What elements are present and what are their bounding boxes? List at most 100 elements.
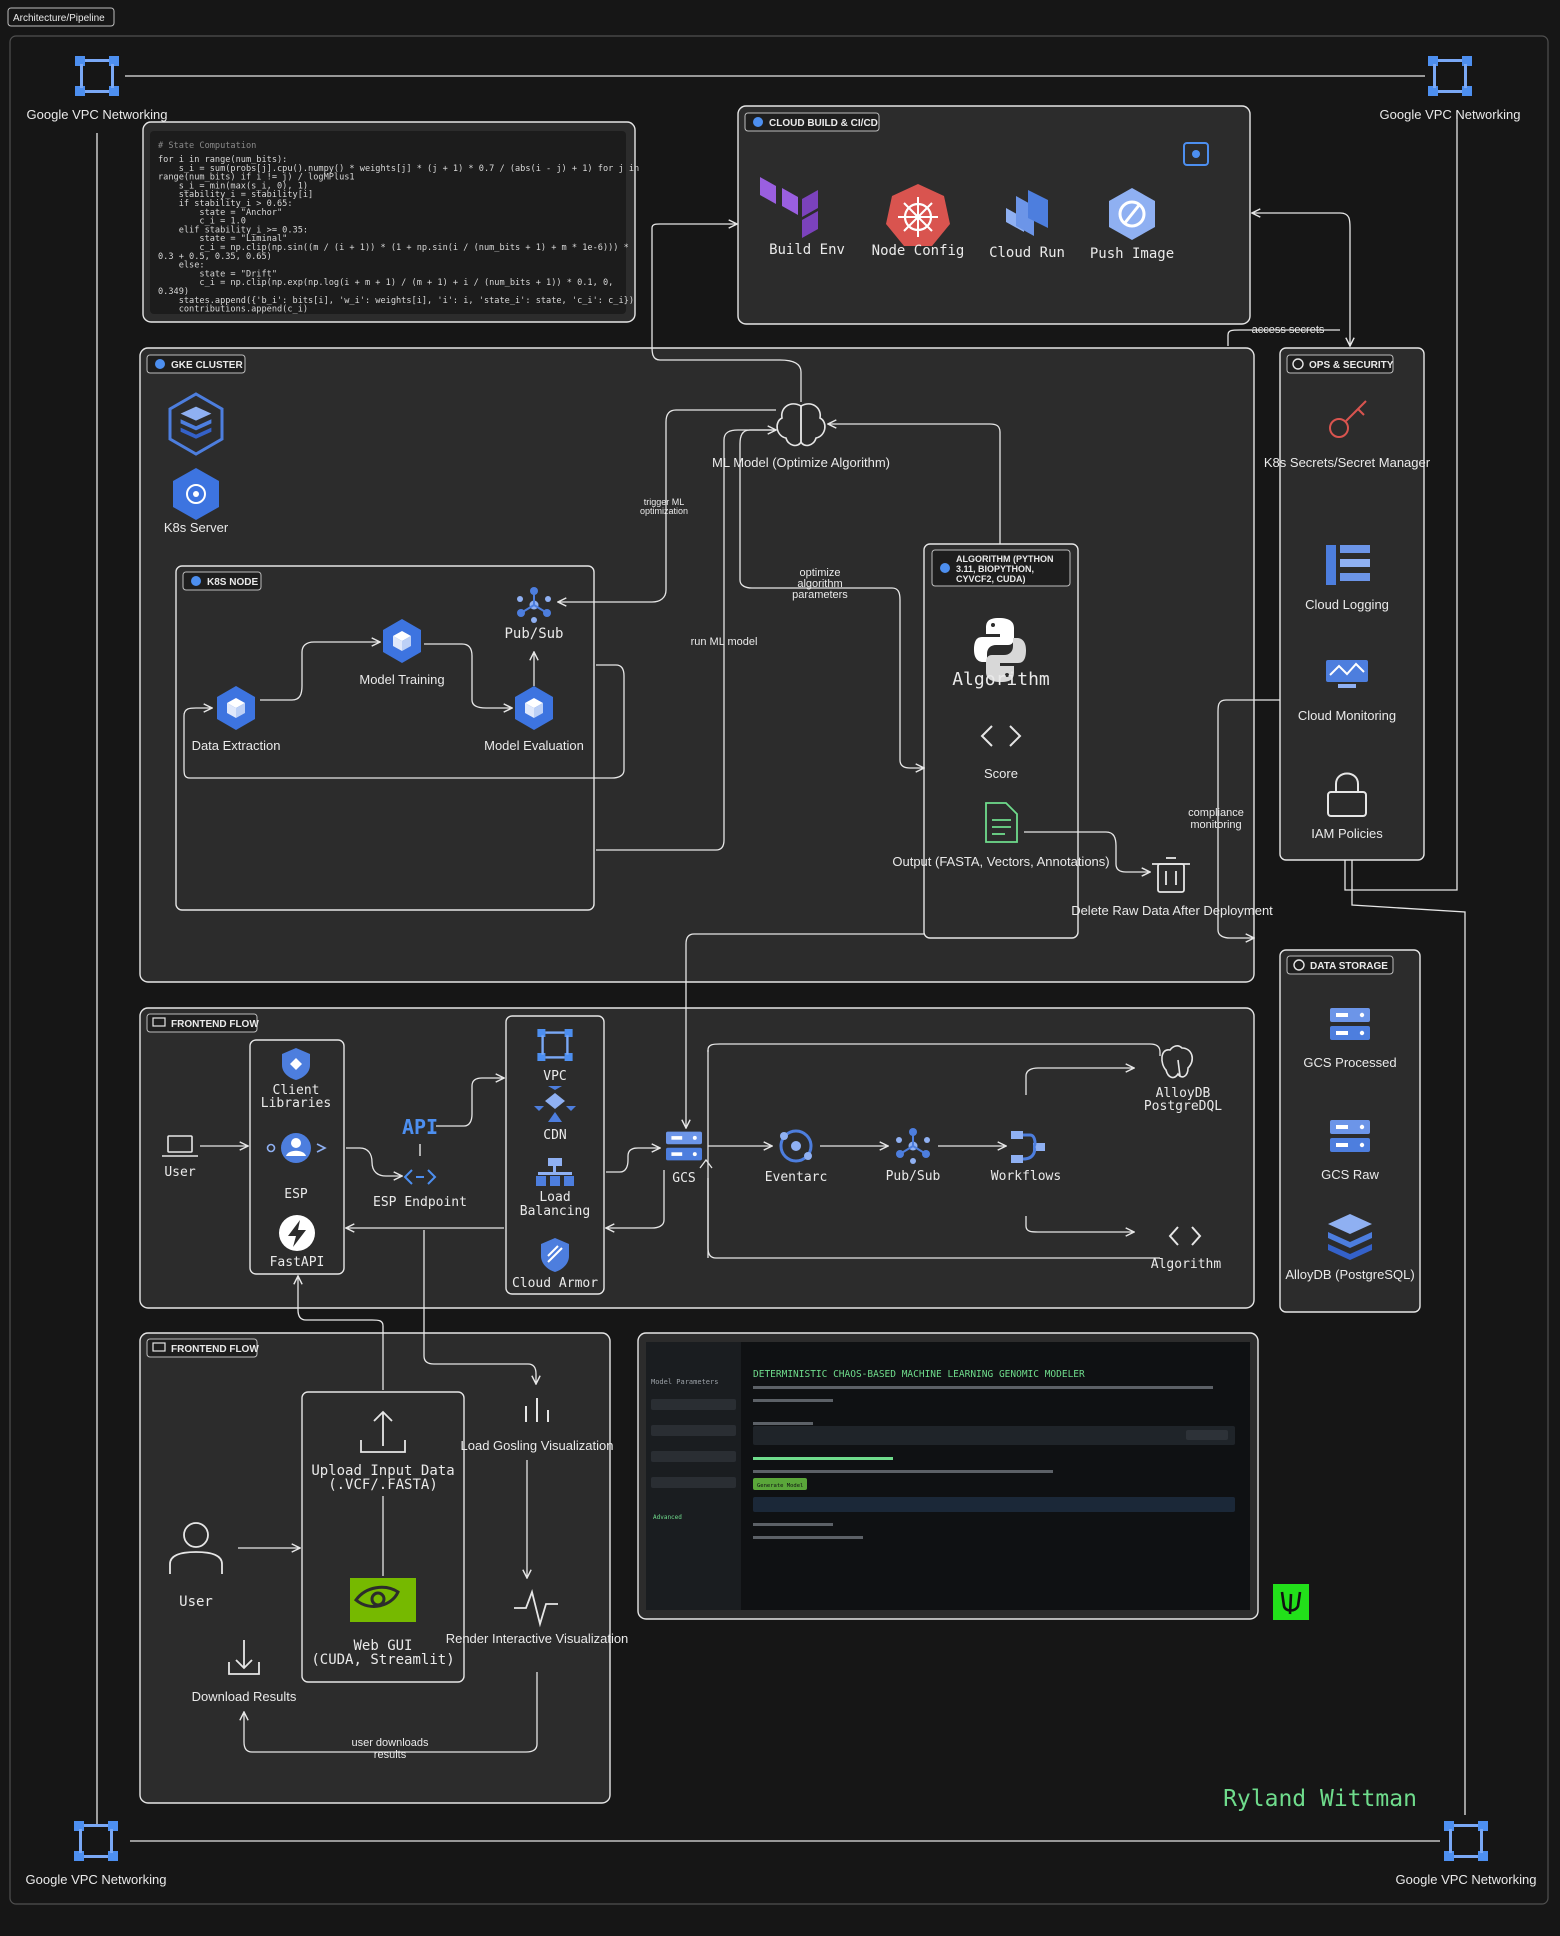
svg-text:Cloud Run: Cloud Run <box>989 245 1065 261</box>
vpc-network-lines <box>96 75 1466 1842</box>
cloud-run-icon <box>1006 190 1048 236</box>
kubernetes-wheel-icon <box>886 184 950 246</box>
svg-text:Build Env: Build Env <box>769 242 845 258</box>
algorithm-label: Algorithm <box>952 669 1050 690</box>
python-logo-icon <box>974 618 1026 682</box>
build-env-node: Build Env <box>760 177 845 258</box>
code-brackets-icon <box>980 725 1022 747</box>
k8s-node-tag: K8S NODE <box>182 571 262 591</box>
svg-text:Google VPC Networking: Google VPC Networking <box>1380 107 1521 122</box>
node-config-node: Node Config <box>872 184 965 259</box>
code-line: range(num_bits) if i != j) / logMPlus1 <box>158 173 355 183</box>
bar-chart-icon <box>525 1398 549 1422</box>
brand-logo <box>1273 1584 1309 1620</box>
code-line: s_i = min(max(s_i, 0), 1) <box>158 181 308 191</box>
svg-text:ESP: ESP <box>284 1187 308 1202</box>
trash-icon <box>1152 857 1190 893</box>
model-training-node: Model Training <box>359 619 445 687</box>
svg-text:Web GUI: Web GUI <box>353 1638 412 1654</box>
endpoint-icon <box>403 1169 437 1185</box>
gke-stack-icon <box>168 392 224 456</box>
cloud-build-corner-icon <box>1183 142 1209 166</box>
eventarc-node: Eventarc <box>765 1129 828 1185</box>
svg-text:Node Config: Node Config <box>872 243 965 259</box>
svg-text:algorithm: algorithm <box>797 578 842 590</box>
gke-cluster-tag: GKE CLUSTER <box>146 354 246 374</box>
svg-text:trigger ML: trigger ML <box>644 497 685 507</box>
svg-text:Advanced: Advanced <box>653 1514 682 1521</box>
svg-text:K8s Server: K8s Server <box>164 520 229 535</box>
code-lines: for i in range(num_bits): s_i = sum(prob… <box>158 155 639 315</box>
svg-text:CYVCF2, CUDA): CYVCF2, CUDA) <box>956 574 1026 584</box>
svg-text:Render Interactive Visualizati: Render Interactive Visualization <box>446 1631 629 1646</box>
svg-text:Cloud Armor: Cloud Armor <box>512 1276 598 1291</box>
lightning-icon <box>279 1215 315 1251</box>
user-icon <box>169 1522 223 1574</box>
vpc-corner-bottom-right: Google VPC Networking <box>1396 1821 1536 1887</box>
cloud-run-node: Cloud Run <box>989 190 1065 261</box>
svg-text:Output (FASTA, Vectors, Annota: Output (FASTA, Vectors, Annotations) <box>892 854 1109 869</box>
push-image-node: Push Image <box>1090 188 1174 262</box>
postgres-elephant-icon <box>1161 1045 1194 1079</box>
svg-text:FastAPI: FastAPI <box>270 1255 325 1270</box>
vpc-corner-top-right: Google VPC Networking <box>1380 56 1521 122</box>
pulse-icon <box>514 1588 558 1628</box>
app-screenshot-panel: Model Parameters Advanced DETERMINISTIC … <box>637 1332 1259 1620</box>
svg-text:K8s Secrets/Secret Manager: K8s Secrets/Secret Manager <box>1264 455 1431 470</box>
terraform-icon <box>760 177 818 238</box>
svg-text:parameters: parameters <box>792 589 848 601</box>
ops-security-tag: OPS & SECURITY <box>1286 354 1394 374</box>
svg-text:IAM Policies: IAM Policies <box>1311 826 1383 841</box>
svg-text:PostgreDQL: PostgreDQL <box>1144 1099 1222 1114</box>
code-comment: # State Computation <box>158 141 256 151</box>
page-tag-frame <box>7 7 115 27</box>
svg-text:Libraries: Libraries <box>261 1096 331 1111</box>
svg-text:Load: Load <box>539 1190 570 1205</box>
load-balancer-icon <box>536 1158 574 1186</box>
svg-text:FRONTEND FLOW: FRONTEND FLOW <box>171 1019 259 1030</box>
k8s-server-node: K8s Server <box>164 468 229 535</box>
vpc-icon <box>75 56 119 96</box>
shot-sidebar <box>646 1342 741 1610</box>
client-libraries-node: Client Libraries <box>261 1048 331 1111</box>
esp-node: ESP <box>266 1133 327 1202</box>
svg-text:Upload Input Data: Upload Input Data <box>311 1463 454 1479</box>
code-line: c_i = 1.0 <box>158 217 246 227</box>
svg-text:Balancing: Balancing <box>520 1204 590 1219</box>
svg-text:CDN: CDN <box>543 1128 566 1143</box>
code-line: state = "Drift" <box>158 269 277 279</box>
fe2-user-node: User <box>169 1522 223 1610</box>
svg-text:(.VCF/.FASTA): (.VCF/.FASTA) <box>328 1477 438 1493</box>
fe-gcs-node: GCS <box>666 1131 702 1186</box>
gosling-node: Load Gosling Visualization <box>461 1398 613 1453</box>
svg-text:Eventarc: Eventarc <box>765 1170 828 1185</box>
svg-text:AlloyDB (PostgreSQL): AlloyDB (PostgreSQL) <box>1285 1267 1414 1282</box>
frontend-flow-panel-2: FRONTEND FLOW Upload Input Data (.VCF/.F… <box>139 1332 629 1804</box>
svg-text:ALGORITHM (PYTHON: ALGORITHM (PYTHON <box>956 554 1054 564</box>
svg-text:(CUDA, Streamlit): (CUDA, Streamlit) <box>311 1652 454 1668</box>
vpc-icon <box>1444 1821 1488 1861</box>
k8s-node-panel: K8S NODE Pub/Sub Model Training Data Ext… <box>175 565 595 911</box>
svg-text:Score: Score <box>984 766 1018 781</box>
delete-raw-node: Delete Raw Data After Deployment <box>1071 857 1273 918</box>
network-column <box>505 1015 605 1295</box>
outer-frame <box>9 35 1549 1905</box>
fastapi-node: FastAPI <box>270 1215 325 1270</box>
shield-icon <box>282 1048 310 1080</box>
svg-text:Algorithm: Algorithm <box>1151 1257 1222 1272</box>
frontend-flow-tag-2: FRONTEND FLOW <box>146 1338 259 1358</box>
svg-text:VPC: VPC <box>543 1069 566 1084</box>
user-endpoint-icon <box>266 1133 327 1163</box>
svg-text:Model Parameters: Model Parameters <box>651 1378 718 1386</box>
code-line: c_i = np.clip(np.exp(np.log(i + m + 1) /… <box>158 278 613 288</box>
nvidia-logo-icon <box>350 1578 416 1622</box>
svg-text:Model Training: Model Training <box>359 672 444 687</box>
vpc-icon <box>74 1821 118 1861</box>
signature: Ryland Wittman <box>1223 1786 1417 1812</box>
code-line: state = "Liminal" <box>158 234 287 244</box>
fe-algorithm-node: Algorithm <box>1151 1226 1222 1272</box>
svg-text:Client: Client <box>273 1083 320 1098</box>
svg-text:GCS Processed: GCS Processed <box>1303 1055 1396 1070</box>
svg-text:Cloud Monitoring: Cloud Monitoring <box>1298 708 1396 723</box>
